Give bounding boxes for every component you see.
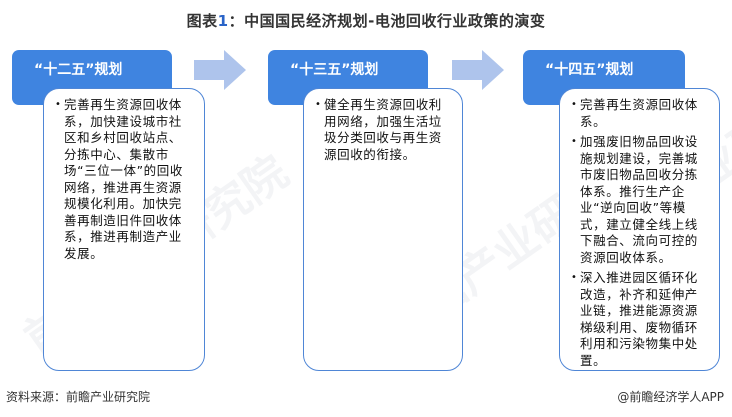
title-prefix: 图表 xyxy=(186,12,218,30)
stage-content-14th: 完善再生资源回收体系。 加强废旧物品回收设施规划建设，完善城市废旧物品回收分拣体… xyxy=(559,88,720,371)
policy-item: 深入推进园区循环化改造，补齐和延伸产业链，推进能源资源梯级利用、废物循环利用和污… xyxy=(571,270,709,369)
stage-header-label: “十二五”规划 xyxy=(34,62,123,78)
policy-item: 完善再生资源回收体系。 xyxy=(571,97,709,130)
policy-item: 完善再生资源回收体系，加快建设城市社区和乡村回收站点、分拣中心、集散市场“三位一… xyxy=(55,97,194,262)
right-arrow-icon xyxy=(452,50,504,90)
policy-item: 健全再生资源回收利用网络，加强生活垃圾分类回收与再生资源回收的衔接。 xyxy=(315,97,452,163)
title-text: ：中国国民经济规划-电池回收行业政策的演变 xyxy=(228,12,546,30)
stage-content-13th: 健全再生资源回收利用网络，加强生活垃圾分类回收与再生资源回收的衔接。 xyxy=(303,88,463,371)
credit-note: @前瞻经济学人APP xyxy=(617,390,724,404)
right-arrow-icon xyxy=(194,50,246,90)
stage-content-12th: 完善再生资源回收体系，加快建设城市社区和乡村回收站点、分拣中心、集散市场“三位一… xyxy=(43,88,205,371)
stage-header-label: “十四五”规划 xyxy=(545,62,634,78)
source-note: 资料来源：前瞻产业研究院 xyxy=(6,390,151,404)
policy-item: 加强废旧物品回收设施规划建设，完善城市废旧物品回收分拣体系。推行生产企业“逆向回… xyxy=(571,134,709,266)
stage-header-label: “十三五”规划 xyxy=(290,62,379,78)
chart-title: 图表1：中国国民经济规划-电池回收行业政策的演变 xyxy=(0,10,732,31)
title-number: 1 xyxy=(217,12,229,30)
